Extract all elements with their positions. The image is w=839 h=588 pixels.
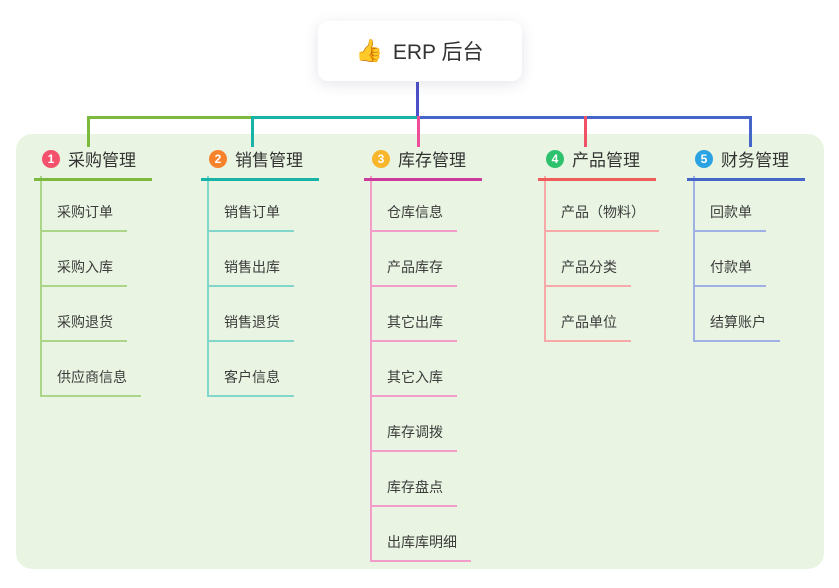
child-node-2-1[interactable]: 销售订单	[207, 202, 294, 232]
child-node-3-1[interactable]: 仓库信息	[370, 202, 457, 232]
child-spine-branch-3	[370, 176, 372, 561]
drop-line-branch-1	[87, 116, 90, 147]
child-node-4-3[interactable]: 产品单位	[544, 312, 631, 342]
child-node-1-4[interactable]: 供应商信息	[40, 367, 141, 397]
branch-title-2[interactable]: 2 销售管理	[201, 146, 319, 181]
branch-badge-4: 4	[546, 149, 564, 168]
child-node-5-3[interactable]: 结算账户	[693, 312, 780, 342]
drop-line-branch-2	[251, 116, 254, 147]
root-label: ERP 后台	[392, 41, 484, 64]
branch-badge-2: 2	[209, 149, 227, 168]
child-node-2-2[interactable]: 销售出库	[207, 257, 294, 287]
child-node-2-4[interactable]: 客户信息	[207, 367, 294, 397]
branch-title-3[interactable]: 3 库存管理	[364, 146, 482, 181]
branch-badge-5: 5	[695, 149, 713, 168]
child-node-3-6[interactable]: 库存盘点	[370, 477, 457, 507]
child-node-1-3[interactable]: 采购退货	[40, 312, 127, 342]
drop-line-branch-5	[749, 116, 752, 147]
child-node-1-2[interactable]: 采购入库	[40, 257, 127, 287]
mindmap-panel	[16, 134, 824, 569]
child-node-2-3[interactable]: 销售退货	[207, 312, 294, 342]
branch-title-label: 销售管理	[235, 151, 303, 170]
child-node-3-2[interactable]: 产品库存	[370, 257, 457, 287]
branch-title-label: 产品管理	[572, 151, 640, 170]
child-node-3-4[interactable]: 其它入库	[370, 367, 457, 397]
child-node-3-5[interactable]: 库存调拨	[370, 422, 457, 452]
thumbs-up-icon: 👍	[355, 38, 383, 63]
root-node[interactable]: 👍 ERP 后台	[317, 21, 522, 81]
branch-title-label: 财务管理	[721, 151, 789, 170]
branch-title-4[interactable]: 4 产品管理	[538, 146, 656, 181]
child-node-3-3[interactable]: 其它出库	[370, 312, 457, 342]
branch-badge-1: 1	[42, 149, 60, 168]
branch-title-label: 采购管理	[68, 151, 136, 170]
branch-title-1[interactable]: 1 采购管理	[34, 146, 152, 181]
child-node-5-1[interactable]: 回款单	[693, 202, 766, 232]
root-connector-line	[416, 82, 419, 119]
drop-line-branch-3	[417, 116, 420, 147]
child-spine-branch-5	[693, 176, 695, 341]
child-node-1-1[interactable]: 采购订单	[40, 202, 127, 232]
drop-line-branch-4	[584, 116, 587, 147]
child-node-3-7[interactable]: 出库库明细	[370, 532, 471, 562]
bus-segment-branch-2	[251, 116, 419, 119]
branch-badge-3: 3	[372, 149, 390, 168]
child-node-5-2[interactable]: 付款单	[693, 257, 766, 287]
child-spine-branch-4	[544, 176, 546, 341]
branch-title-5[interactable]: 5 财务管理	[687, 146, 805, 181]
child-node-4-2[interactable]: 产品分类	[544, 257, 631, 287]
branch-title-label: 库存管理	[398, 151, 466, 170]
child-node-4-1[interactable]: 产品（物料）	[544, 202, 659, 232]
